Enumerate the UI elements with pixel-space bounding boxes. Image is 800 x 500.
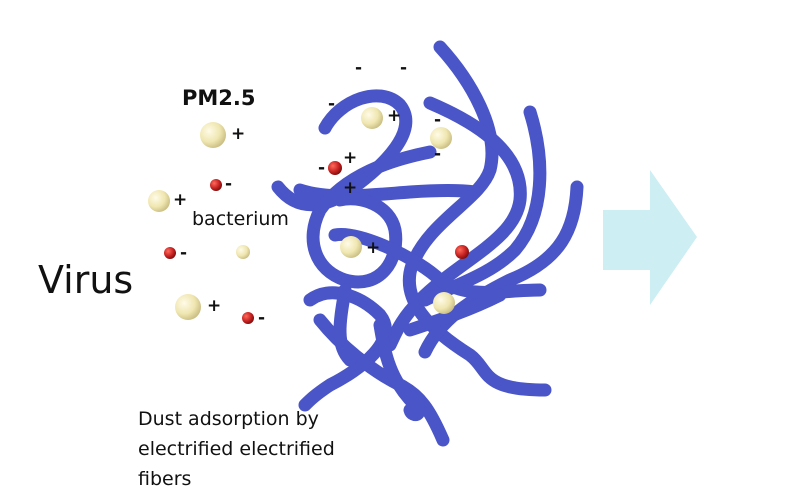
plus-sign: + [207, 296, 222, 316]
caption: Dust adsorption by electrified electrifi… [138, 404, 388, 494]
trapped-particle [340, 236, 362, 258]
plus-sign: + [231, 124, 246, 144]
plus-sign: + [387, 106, 402, 126]
trapped-charged-particle [328, 161, 342, 175]
minus-sign: - [355, 58, 363, 78]
fiber-mesh [271, 40, 584, 447]
charged-particle [164, 247, 176, 259]
fiber [383, 96, 527, 352]
minus-sign: - [180, 243, 188, 263]
minus-sign: - [328, 94, 336, 114]
virus-label: Virus [38, 258, 134, 302]
right-arrow [603, 170, 697, 305]
plus-sign: + [343, 178, 358, 198]
plus-sign: + [173, 190, 188, 210]
pm25-particle [148, 190, 170, 212]
caption-line: electrified electrified [138, 438, 335, 460]
trapped-particle [430, 127, 452, 149]
minus-sign: - [225, 174, 233, 194]
bacterium-particle [236, 245, 250, 259]
minus-sign: - [400, 58, 408, 78]
fiber [373, 318, 426, 421]
caption-line: fibers [138, 468, 192, 490]
plus-sign: + [343, 148, 358, 168]
fiber [328, 227, 547, 299]
minus-sign: - [318, 158, 326, 178]
pm25-particle [200, 122, 226, 148]
trapped-particle [361, 107, 383, 129]
fiber [333, 283, 357, 367]
charged-particle [242, 312, 254, 324]
pm25-particle [175, 294, 201, 320]
minus-sign: - [434, 144, 442, 164]
trapped-charged-particle [455, 245, 469, 259]
minus-sign: - [258, 308, 266, 328]
trapped-particle [433, 292, 455, 314]
caption-line: Dust adsorption by [138, 408, 319, 430]
pm25-label: PM2.5 [182, 86, 256, 110]
particles [148, 107, 469, 324]
minus-sign: - [434, 110, 442, 130]
fiber [306, 145, 437, 289]
plus-sign: + [366, 238, 381, 258]
charged-particle [210, 179, 222, 191]
fiber [403, 288, 507, 337]
bacterium-label: bacterium [192, 208, 289, 230]
